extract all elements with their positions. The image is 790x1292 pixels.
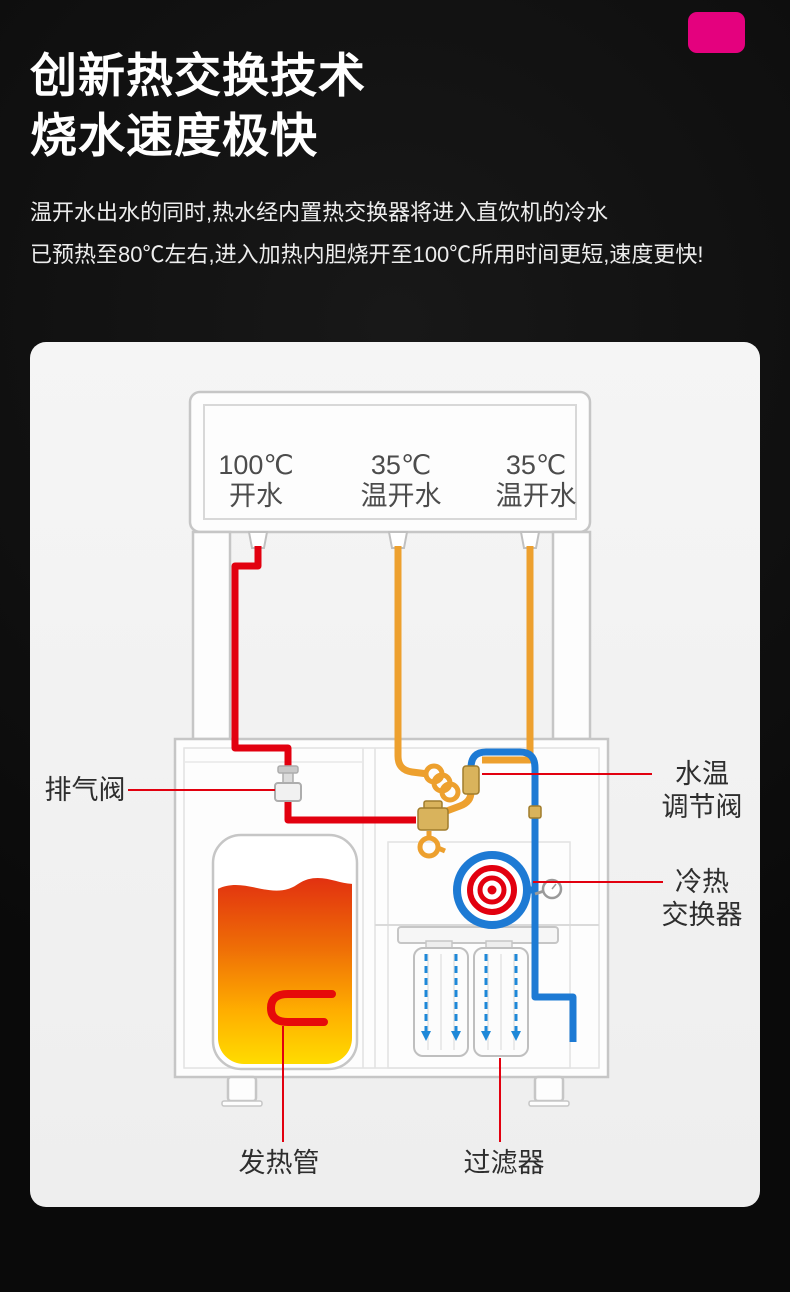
machine-foot bbox=[226, 1075, 258, 1103]
label-temp-valve-1: 水温 bbox=[675, 759, 729, 789]
filter-flow-arrows bbox=[421, 954, 521, 1041]
heat-exchanger-coil bbox=[453, 851, 531, 929]
label-heat-exchanger-2: 交换器 bbox=[662, 900, 743, 930]
faucet-nozzles bbox=[247, 531, 541, 549]
header: 创新热交换技术 烧水速度极快 温开水出水的同时,热水经内置热交换器将进入直饮机的… bbox=[0, 0, 790, 276]
outlet-1-name: 开水 bbox=[229, 481, 283, 511]
diagram-panel: 100℃ 开水 35℃ 温开水 35℃ 温开水 bbox=[30, 342, 760, 1207]
faucet-middle bbox=[387, 531, 409, 549]
outlet-3-temp: 35℃ bbox=[506, 450, 566, 480]
hot-water-tank bbox=[211, 833, 359, 1071]
outlet-2-name: 温开水 bbox=[361, 481, 442, 511]
filter-unit bbox=[397, 926, 559, 1057]
pressure-gauge bbox=[534, 878, 563, 900]
warm-water-pipe-middle bbox=[394, 546, 429, 778]
right-column bbox=[551, 530, 592, 741]
warm-pipe-pigtail bbox=[417, 831, 446, 859]
outlet-3-name: 温开水 bbox=[496, 481, 577, 511]
callout-labels: 排气阀 水温 调节阀 冷热 交换器 发热管 过滤器 bbox=[45, 759, 743, 1178]
cold-water-pipe bbox=[467, 748, 577, 1042]
warm-water-pipe-right bbox=[482, 546, 534, 764]
outlet-2-temp: 35℃ bbox=[371, 450, 431, 480]
desc-line-1: 温开水出水的同时,热水经内置热交换器将进入直饮机的冷水 bbox=[30, 200, 609, 225]
left-column bbox=[191, 530, 232, 741]
label-heating-tube: 发热管 bbox=[239, 1148, 320, 1178]
label-exhaust-valve: 排气阀 bbox=[45, 775, 126, 805]
faucet-right bbox=[519, 531, 541, 549]
callout-lines bbox=[128, 773, 663, 1142]
exhaust-valve bbox=[274, 765, 302, 802]
heating-element bbox=[266, 990, 336, 1026]
outlet-labels: 100℃ 开水 35℃ 温开水 35℃ 温开水 bbox=[218, 450, 576, 511]
water-temp-adjust-valve bbox=[417, 765, 542, 831]
hot-water-pipe bbox=[231, 546, 416, 824]
page-title: 创新热交换技术 烧水速度极快 bbox=[30, 46, 760, 166]
label-temp-valve-2: 调节阀 bbox=[662, 792, 743, 822]
accent-badge bbox=[688, 12, 745, 53]
outlet-1-temp: 100℃ bbox=[218, 450, 293, 480]
label-filter: 过滤器 bbox=[464, 1148, 545, 1178]
desc-line-2: 已预热至80℃左右,进入加热内胆烧开至100℃所用时间更短,速度更快! bbox=[30, 242, 704, 267]
label-heat-exchanger-1: 冷热 bbox=[675, 867, 729, 897]
water-dispenser-diagram: 100℃ 开水 35℃ 温开水 35℃ 温开水 bbox=[45, 390, 743, 1178]
machine-foot bbox=[533, 1075, 565, 1103]
faucet-left bbox=[247, 531, 269, 549]
description: 温开水出水的同时,热水经内置热交换器将进入直饮机的冷水 已预热至80℃左右,进入… bbox=[30, 192, 760, 276]
title-line-1: 创新热交换技术 bbox=[30, 49, 366, 102]
warm-pipe-coil bbox=[423, 763, 461, 803]
title-line-2: 烧水速度极快 bbox=[30, 109, 318, 162]
